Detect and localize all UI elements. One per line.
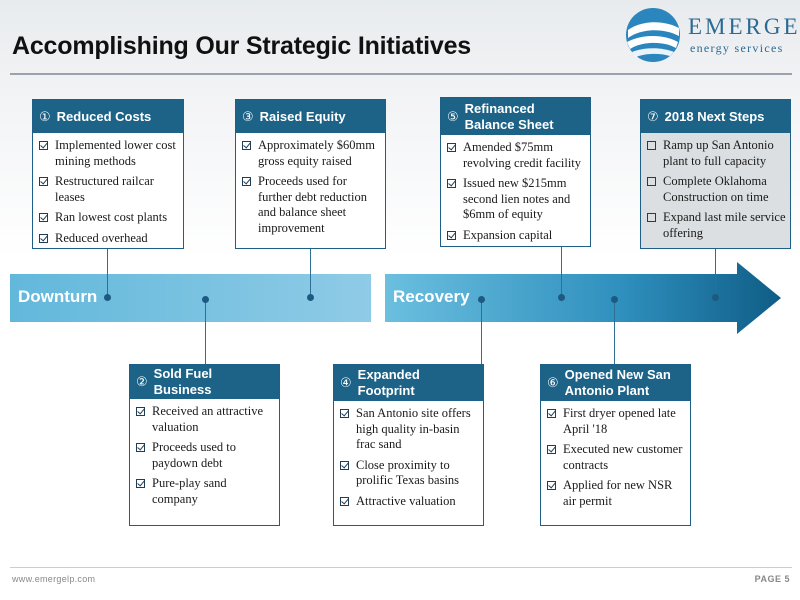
connector-3 [310,248,311,298]
checkbox-checked-icon [136,443,145,452]
connector-2 [205,300,206,364]
list-item: Close proximity to prolific Texas basins [340,458,479,489]
page-title: Accomplishing Our Strategic Initiatives [12,32,471,60]
timeline-dot-6 [611,296,618,303]
checkbox-checked-icon [39,141,48,150]
list-item: Implemented lower cost mining methods [39,138,179,169]
recovery-label: Recovery [393,287,470,306]
downturn-label: Downturn [18,287,98,306]
page-number: PAGE 5 [754,574,790,584]
timeline-dot-2 [202,296,209,303]
list-item: Expansion capital [447,228,586,244]
footer-divider [10,567,792,568]
list-item: First dryer opened late April '18 [547,406,686,437]
checkbox-checked-icon [447,230,456,240]
card-title: Sold Fuel Business [153,366,213,397]
card-header: ① Reduced Costs [33,100,183,133]
checkbox-checked-icon [547,409,556,418]
timeline-dot-5 [558,294,565,301]
list-item: Amended $75mm revolving credit facility [447,140,586,171]
checkbox-checked-icon [547,445,556,454]
connector-6 [614,300,615,364]
card-header: ③ Raised Equity [236,100,385,133]
list-item: Ramp up San Antonio plant to full capaci… [647,138,786,169]
list-item: Approximately $60mm gross equity raised [242,138,381,169]
list-item: Applied for new NSR air permit [547,478,686,509]
card-reduced-costs: ① Reduced Costs Implemented lower cost m… [32,99,184,249]
list-item: San Antonio site offers high quality in-… [340,406,479,453]
card-title: Expanded Footprint [357,367,420,398]
list-item: Received an attractive valuation [136,404,275,435]
card-refinanced-balance-sheet: ⑤ Refinanced Balance Sheet Amended $75mm… [440,97,591,247]
card-opened-new-san-antonio-plant: ⑥ Opened New San Antonio Plant First dry… [540,364,691,526]
card-2018-next-steps: ⑦ 2018 Next Steps Ramp up San Antonio pl… [640,99,791,249]
list-item: Reduced overhead [39,231,179,247]
checkbox-checked-icon [547,481,556,490]
checkbox-checked-icon [340,460,349,470]
card-title: Raised Equity [259,108,346,124]
checkbox-checked-icon [39,177,48,186]
checkbox-checked-icon [340,496,349,506]
card-title: 2018 Next Steps [664,108,765,124]
checkbox-checked-icon [340,409,349,418]
connector-4 [481,300,482,364]
list-item: Issued new $215mm second lien notes and … [447,176,586,223]
checkbox-checked-icon [242,177,251,186]
list-item: Executed new customer contracts [547,442,686,473]
connector-7 [715,248,716,298]
card-header: ⑥ Opened New San Antonio Plant [541,365,690,401]
checkbox-checked-icon [136,479,145,488]
recovery-arrow-icon [385,262,781,334]
title-divider [10,73,792,75]
checkbox-checked-icon [39,233,48,243]
checkbox-checked-icon [447,179,456,188]
card-sold-fuel-business: ② Sold Fuel Business Received an attract… [129,364,280,526]
timeline-recovery-arrow: Recovery [385,262,781,334]
card-number: ⑤ [447,108,459,124]
card-number: ⑦ [647,108,659,124]
list-item: Pure-play sand company [136,476,275,507]
card-number: ① [39,108,51,124]
card-header: ⑦ 2018 Next Steps [641,100,790,133]
card-raised-equity: ③ Raised Equity Approximately $60mm gros… [235,99,386,249]
card-number: ④ [340,375,352,390]
list-item: Proceeds used to paydown debt [136,440,275,471]
card-title: Reduced Costs [56,108,152,124]
card-expanded-footprint: ④ Expanded Footprint San Antonio site of… [333,364,484,526]
checkbox-checked-icon [39,213,48,222]
card-title: Opened New San Antonio Plant [564,367,671,398]
checkbox-empty-icon [647,141,656,150]
list-item: Expand last mile service offering [647,210,786,241]
card-header: ② Sold Fuel Business [130,365,279,399]
timeline-dot-4 [478,296,485,303]
checkbox-empty-icon [647,213,656,222]
list-item: Proceeds used for further debt reduction… [242,174,381,236]
logo-tagline: energy services [690,41,784,55]
checkbox-checked-icon [136,407,145,416]
connector-5 [561,246,562,298]
timeline-dot-7 [712,294,719,301]
card-number: ② [136,374,148,389]
list-item: Restructured railcar leases [39,174,179,205]
list-item: Attractive valuation [340,494,479,510]
card-number: ③ [242,108,254,124]
footer-url: www.emergelp.com [12,574,96,584]
card-title: Refinanced Balance Sheet [464,100,554,132]
card-number: ⑥ [547,375,559,390]
checkbox-checked-icon [447,143,456,152]
checkbox-empty-icon [647,177,656,186]
checkbox-checked-icon [242,141,251,150]
list-item: Complete Oklahoma Construction on time [647,174,786,205]
logo-wordmark: EMERGE [688,14,800,39]
company-logo: EMERGE energy services [624,6,798,64]
list-item: Ran lowest cost plants [39,210,179,226]
timeline-downturn-band: Downturn [10,274,371,322]
timeline-dot-1 [104,294,111,301]
timeline-dot-3 [307,294,314,301]
connector-1 [107,248,108,298]
globe-logo-icon [626,8,680,62]
card-header: ⑤ Refinanced Balance Sheet [441,98,590,135]
card-header: ④ Expanded Footprint [334,365,483,401]
